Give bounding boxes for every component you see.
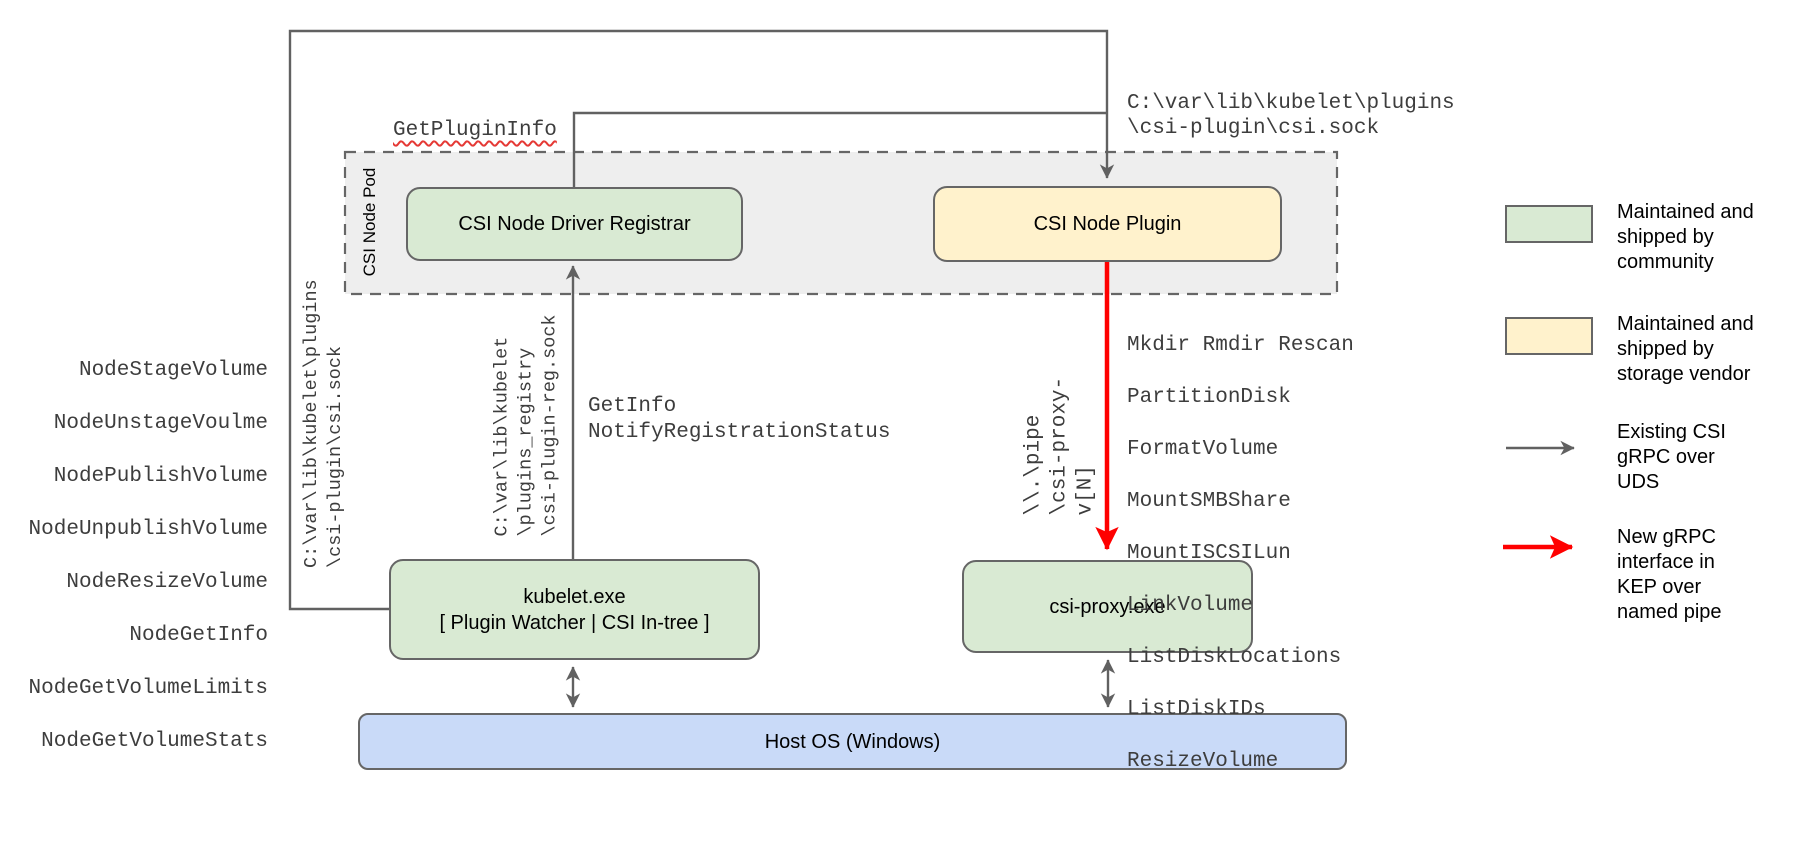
proxy-method: ListDiskLocations (1127, 646, 1342, 669)
proxy-method: PartitionDisk (1127, 386, 1291, 409)
proxy-methods-list: Mkdir Rmdir Rescan PartitionDisk FormatV… (1127, 307, 1354, 801)
node-method: NodeGetVolumeStats (41, 729, 268, 753)
csi-sock-path-vertical-label: C:\var\lib\kubelet\plugins \csi-plugin\c… (301, 279, 346, 568)
csi-node-plugin-label: CSI Node Plugin (1033, 213, 1182, 235)
registrar-getplugininfo-line (572, 111, 1106, 187)
host-os-label: Host OS (Windows) (764, 730, 941, 753)
proxy-method: LinkVolume (1127, 594, 1254, 617)
proxy-method: MountSMBShare (1127, 490, 1291, 513)
csi-proxy-box: csi-proxy.exe (962, 560, 1253, 653)
legend-storage-vendor-label: Maintained and shipped by storage vendor (1617, 313, 1754, 385)
csi-node-driver-registrar-box: CSI Node Driver Registrar (406, 187, 743, 261)
legend-community-swatch (1505, 205, 1593, 243)
proxy-method: MountISCSILun (1127, 542, 1291, 565)
proxy-method: Mkdir Rmdir Rescan (1127, 334, 1354, 357)
node-method: NodeStageVolume (78, 358, 268, 382)
proxy-method: FormatVolume (1127, 438, 1279, 461)
registration-calls-label: GetInfo NotifyRegistrationStatus (588, 395, 891, 444)
legend-storage-vendor-swatch (1505, 317, 1593, 355)
csi-node-pod-label: CSI Node Pod (360, 167, 379, 277)
node-methods-list: NodeStageVolume NodeUnstageVoulme NodePu… (20, 331, 268, 782)
node-method: NodeResizeVolume (66, 570, 268, 594)
getplugininfo-label: GetPluginInfo (393, 119, 557, 142)
node-method: NodeUnstageVoulme (53, 411, 268, 435)
csi-proxy-label: csi-proxy.exe (1049, 595, 1166, 618)
proxy-method: ListDiskIDs (1127, 698, 1266, 721)
host-os-box: Host OS (Windows) (358, 713, 1347, 770)
node-method: NodePublishVolume (53, 464, 268, 488)
kubelet-to-plugin-line (288, 29, 1115, 611)
node-method: NodeGetVolumeLimits (28, 676, 268, 700)
csi-node-plugin-box: CSI Node Plugin (933, 186, 1282, 262)
csi-node-driver-registrar-label: CSI Node Driver Registrar (458, 213, 691, 235)
named-pipe-vertical-label: \\.\pipe \csi-proxy-v[N] (1022, 376, 1098, 516)
node-method: NodeUnpublishVolume (28, 517, 268, 541)
node-method: NodeGetInfo (129, 623, 268, 647)
csi-sock-path-label: C:\var\lib\kubelet\plugins \csi-plugin\c… (1127, 92, 1455, 140)
legend-new-grpc-label: New gRPC interface in KEP over named pip… (1617, 526, 1722, 623)
proxy-method: ResizeVolume (1127, 750, 1279, 773)
registration-sock-vertical-label: C:\var\lib\kubelet \plugins_registry \cs… (491, 314, 561, 537)
legend-community-label: Maintained and shipped by community (1617, 201, 1754, 273)
legend-existing-grpc-label: Existing CSI gRPC over UDS (1617, 421, 1726, 493)
kubelet-box: kubelet.exe [ Plugin Watcher | CSI In-tr… (389, 559, 760, 660)
kubelet-label-line1: kubelet.exe (523, 585, 626, 608)
kubelet-label-line2: [ Plugin Watcher | CSI In-tree ] (439, 611, 710, 634)
